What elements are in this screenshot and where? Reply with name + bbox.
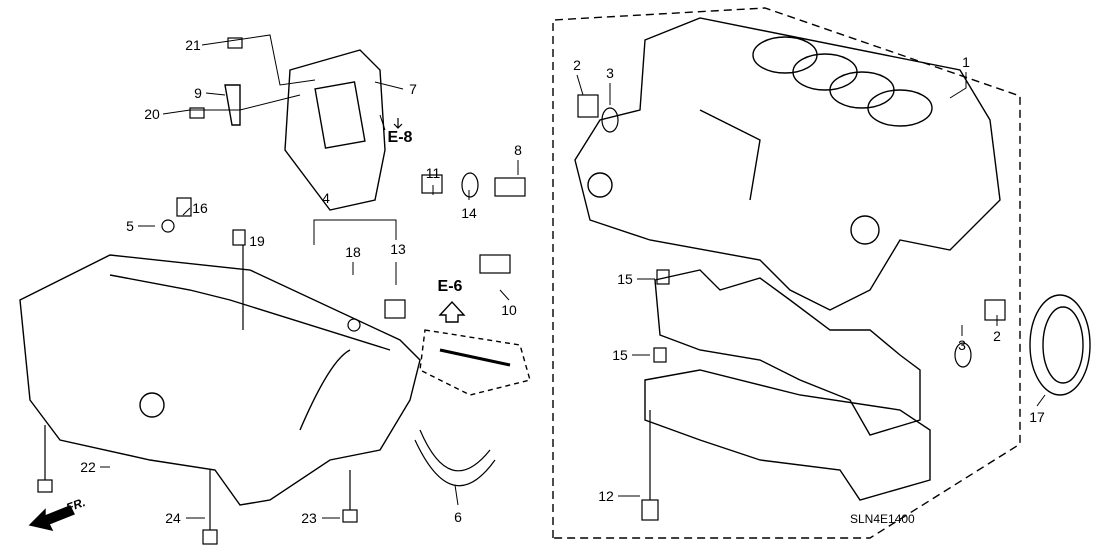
callout-12: 12: [598, 488, 614, 504]
callout-13: 13: [390, 241, 406, 257]
callout-16: 16: [192, 200, 208, 216]
callout-2: 2: [993, 328, 1001, 344]
callout-22: 22: [80, 459, 96, 475]
callout-2: 2: [573, 57, 581, 73]
callout-10: 10: [501, 302, 517, 318]
callout-7: 7: [409, 81, 417, 97]
bolt-box: [419, 329, 531, 396]
front-arrow: [28, 505, 75, 532]
callout-3: 3: [958, 337, 966, 353]
callout-20: 20: [144, 106, 160, 122]
callout-14: 14: [461, 205, 477, 221]
callout-24: 24: [165, 510, 181, 526]
bearing-caps: [644, 269, 931, 501]
callout-1: 1: [962, 54, 970, 70]
block-assembly-boundary: [552, 7, 1021, 539]
oil-seal: [1029, 294, 1091, 396]
callout-19: 19: [249, 233, 265, 249]
callout-11: 11: [425, 165, 441, 181]
callout-15: 15: [617, 271, 633, 287]
callout-15: 15: [612, 347, 628, 363]
bolts-and-plugs: [37, 37, 1006, 545]
callout-3: 3: [606, 65, 614, 81]
callout-4: 4: [322, 190, 330, 206]
bracket: [224, 84, 241, 126]
callout-5: 5: [126, 218, 134, 234]
cover-plate: [284, 49, 386, 211]
callout-8: 8: [514, 142, 522, 158]
reference-e8: E-8: [387, 129, 413, 146]
callout-23: 23: [301, 510, 317, 526]
leader-lines: [100, 34, 1046, 519]
callout-21: 21: [185, 37, 201, 53]
callout-18: 18: [345, 244, 361, 260]
callout-6: 6: [454, 509, 462, 525]
oil-pan: [19, 254, 421, 506]
reference-e6: E-6: [437, 278, 463, 295]
cylinder-block: [574, 17, 1001, 311]
callout-17: 17: [1029, 409, 1045, 425]
e6-arrow: [438, 300, 466, 323]
diagram-code: SLN4E1400: [850, 512, 915, 526]
callout-9: 9: [194, 85, 202, 101]
